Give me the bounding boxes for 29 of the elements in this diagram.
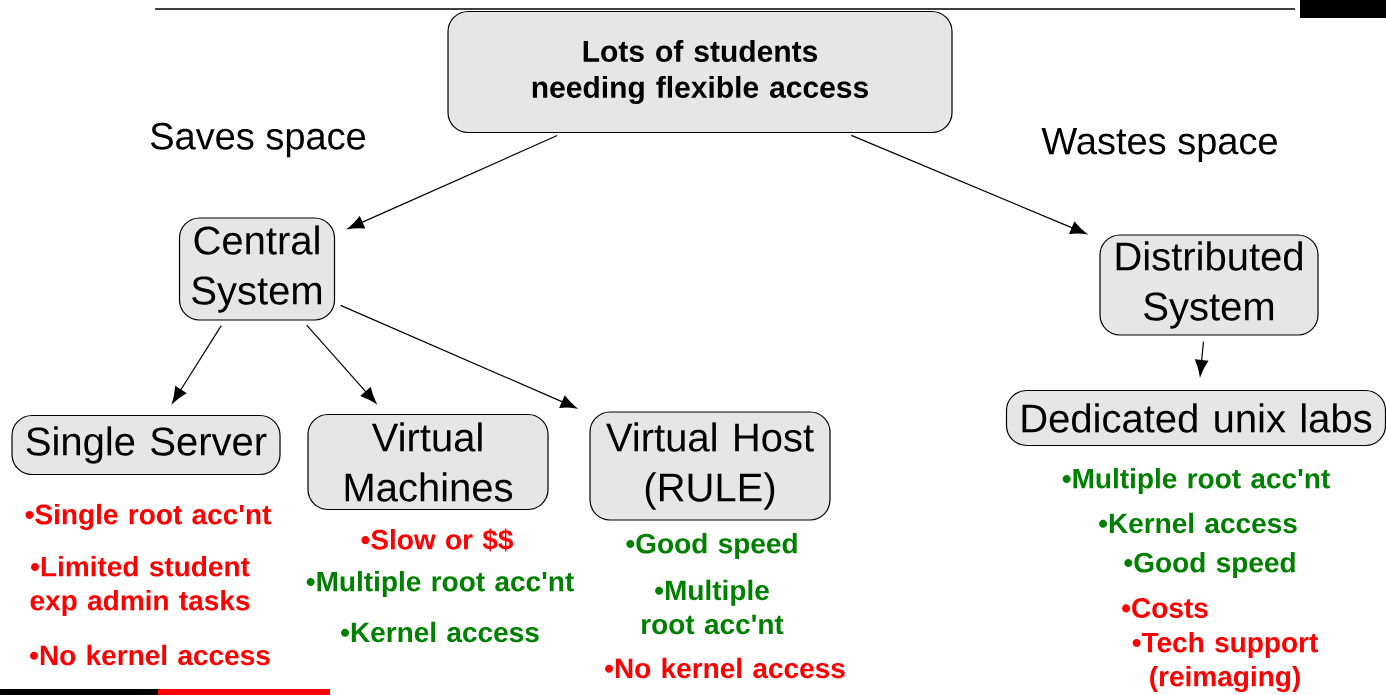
bullet-item: •Tech support (reimaging) — [1132, 631, 1318, 693]
bullet-item: •Multiple root acc'nt — [1062, 467, 1330, 495]
rounded-box: Virtual Host (RULE) — [589, 411, 831, 521]
bullet-item: •Slow or $$ — [361, 528, 514, 552]
rounded-box: Lots of students needing flexible access — [447, 10, 953, 134]
rounded-box: Virtual Machines — [307, 413, 549, 511]
bullet-item: •Limited student exp admin tasks — [30, 555, 250, 617]
arrow — [347, 134, 558, 230]
bullet-item: •Costs — [1122, 598, 1208, 618]
rounded-box: Distributed System — [1099, 234, 1319, 336]
arrow — [850, 134, 1087, 235]
bullet-item: •No kernel access — [605, 657, 845, 679]
bullet-item: •Multiple root acc'nt — [306, 570, 574, 598]
edge-label: Saves space — [147, 120, 369, 160]
bullet-item: •Kernel access — [341, 621, 539, 643]
arrow — [1195, 340, 1209, 377]
bullet-item: •Good speed — [1124, 551, 1295, 579]
bullet-item: •Single root acc'nt — [25, 503, 271, 531]
rounded-box: Single Server — [11, 414, 281, 476]
bullet-item: •Good speed — [626, 532, 797, 560]
bullet-item: •Multiple root acc'nt — [642, 579, 784, 635]
bullet-item: •Kernel access — [1099, 512, 1297, 534]
arrow — [306, 324, 377, 404]
bullet-item: •No kernel access — [30, 644, 270, 666]
edge-label: Wastes space — [1039, 126, 1281, 164]
arrow — [172, 325, 222, 404]
rounded-box: Dedicated unix labs — [1005, 389, 1386, 447]
rounded-box: Central System — [178, 217, 336, 321]
arrow — [340, 304, 577, 409]
